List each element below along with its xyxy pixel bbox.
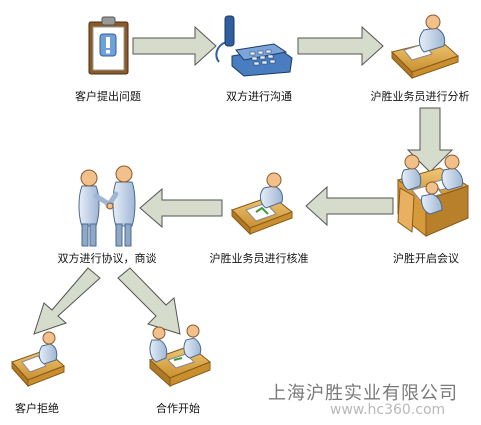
label-staff-analysis: 沪胜业务员进行分析	[370, 90, 470, 103]
cooperation-figure	[149, 324, 211, 388]
label-negotiation: 双方进行协议，商谈	[57, 252, 157, 265]
label-meeting: 沪胜开启会议	[393, 252, 459, 265]
label-communication: 双方进行沟通	[226, 90, 292, 103]
meeting-figure	[396, 154, 470, 238]
staff-analysis-figure	[391, 14, 459, 80]
label-customer-refuse: 客户拒绝	[15, 402, 59, 415]
arrow-approval-to-negotiation	[139, 187, 223, 229]
label-cooperation: 合作开始	[156, 402, 200, 415]
handshake-figure	[78, 165, 136, 247]
arrow-analysis-to-meeting	[406, 107, 454, 173]
clipboard-icon	[88, 16, 129, 75]
arrow-negotiation-to-refuse	[33, 267, 101, 335]
arrow-negotiation-to-cooperation	[117, 267, 181, 335]
label-staff-approval: 沪胜业务员进行核准	[209, 252, 309, 265]
customer-refuse-figure	[11, 331, 65, 388]
watermark: www.hc360.com	[330, 402, 446, 418]
arrow-question-to-communication	[132, 25, 217, 67]
label-customer-question: 客户提出问题	[75, 90, 141, 103]
telephone-icon	[215, 15, 293, 77]
company-name: 上海沪胜实业有限公司	[268, 383, 458, 404]
arrow-meeting-to-approval	[305, 185, 394, 227]
staff-approval-figure	[231, 172, 293, 236]
arrow-communication-to-analysis	[297, 25, 384, 67]
